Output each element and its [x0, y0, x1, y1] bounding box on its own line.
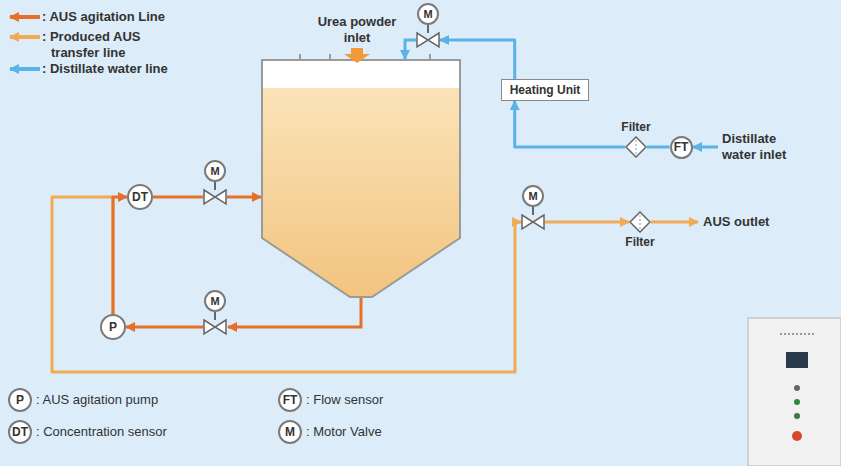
panel-button [794, 385, 800, 391]
inlet-arrow [344, 48, 370, 63]
panel-button [792, 431, 802, 441]
valve-body [521, 207, 545, 237]
valve-body [416, 25, 440, 55]
filter-symbol: Filter [621, 120, 650, 160]
annotation-label: : Flow sensor [306, 392, 383, 408]
legend-text: : Distillate water line [42, 61, 176, 77]
panel-button [794, 413, 800, 419]
outlet-pipe [651, 221, 698, 224]
pipe-connector [126, 326, 203, 329]
pipe-connector [52, 197, 521, 372]
symbol-circle: DT [127, 184, 153, 210]
filter-diamond [629, 211, 651, 233]
legend-line-sample [10, 67, 40, 71]
valve-actuator: M [522, 185, 544, 207]
node-label: FT [674, 141, 689, 153]
node-label: Filter [625, 235, 654, 249]
node-label: M [285, 426, 295, 438]
pipe-connector [515, 101, 625, 147]
annotation-label: AUS outlet [703, 214, 769, 230]
valve-body [203, 182, 227, 212]
symbol-circle: M [278, 420, 302, 444]
annotation-label: : Concentration sensor [36, 424, 167, 440]
panel-button [794, 399, 800, 405]
panel-marking [780, 333, 814, 335]
node-label: M [423, 9, 432, 20]
symbol-circle: P [100, 314, 126, 340]
symbol-circle: FT [278, 388, 302, 412]
panel-display [786, 352, 808, 368]
control-panel [748, 318, 841, 466]
pipe-connector [647, 146, 670, 149]
symbol-circle: DT [8, 420, 32, 444]
mixing-tank [262, 60, 460, 297]
node-label: M [528, 191, 537, 202]
process-box: Heating Unit [501, 79, 590, 101]
valve-actuator: M [417, 3, 439, 25]
node-label: P [16, 394, 24, 406]
pipe-connector [113, 197, 127, 314]
valve-actuator: M [204, 290, 226, 312]
node-label: DT [12, 426, 28, 438]
valve-body [203, 312, 227, 342]
water-inlet-pipe [693, 146, 718, 149]
filter-symbol: Filter [625, 209, 654, 249]
annotation-label: : Motor Valve [306, 424, 382, 440]
node-label: Heating Unit [510, 83, 581, 97]
node-label: M [210, 296, 219, 307]
symbol-circle: FT [670, 136, 693, 159]
legend-line-sample [10, 35, 40, 39]
legend-line-sample [10, 15, 40, 19]
motor-valve: M [203, 160, 227, 212]
motor-valve: M [203, 290, 227, 342]
filter-diamond [625, 136, 647, 158]
annotation-label: Urea powder inlet [307, 14, 407, 46]
pipe-connector [440, 40, 515, 79]
pipe-connector [153, 196, 203, 199]
node-label: P [109, 321, 117, 333]
annotation-label: Distillate water inlet [722, 131, 812, 163]
motor-valve: M [521, 185, 545, 237]
node-label: FT [283, 394, 298, 406]
motor-valve: M [416, 3, 440, 55]
legend-text: : Produced AUS transfer line [42, 29, 176, 61]
node-label: DT [132, 191, 148, 203]
valve-actuator: M [204, 160, 226, 182]
legend-text: : AUS agitation Line [42, 9, 165, 25]
node-label: M [210, 166, 219, 177]
water-pipe [405, 40, 416, 59]
symbol-circle: P [8, 388, 32, 412]
node-label: Filter [621, 120, 650, 134]
pipe-connector [545, 221, 629, 224]
annotation-label: : AUS agitation pump [36, 392, 158, 408]
agitation-pipe [228, 298, 361, 327]
agitation-pipe [227, 196, 261, 199]
